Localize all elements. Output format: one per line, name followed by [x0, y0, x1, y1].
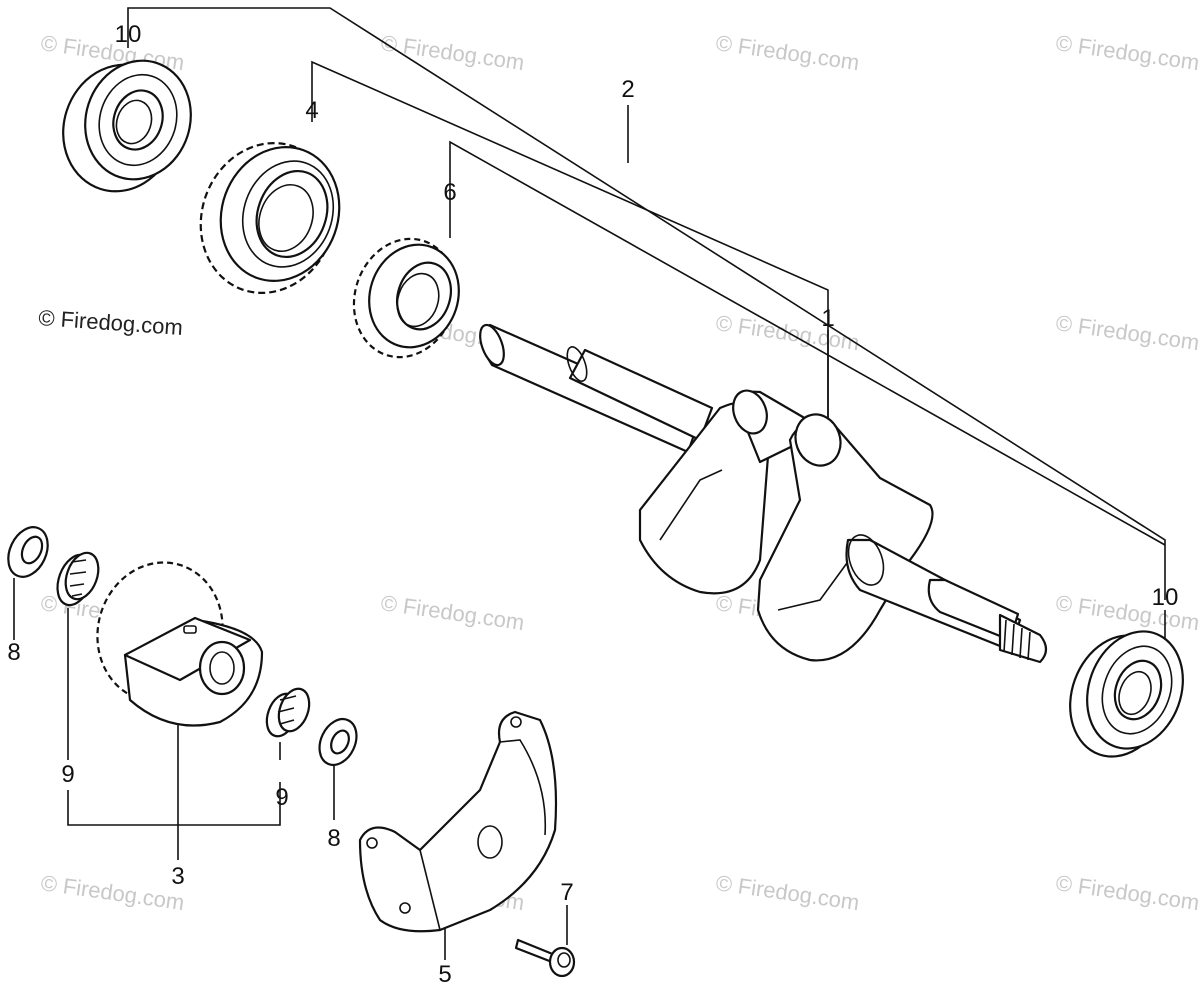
watermark: © Firedog.com [714, 870, 861, 915]
washer-left [7, 526, 49, 578]
label-part-7: 7 [560, 879, 573, 906]
part-number-labels: 10 2 4 6 1 10 8 9 9 8 3 7 5 [7, 21, 1178, 988]
label-part-3: 3 [171, 863, 184, 890]
label-part-8-left: 8 [7, 639, 20, 666]
label-part-9-right: 9 [275, 784, 288, 811]
watermark: © Firedog.com [1054, 30, 1200, 75]
watermark: © Firedog.com [1054, 870, 1200, 915]
flange-bolt [514, 938, 576, 978]
label-part-5: 5 [438, 961, 451, 988]
watermark: © Firedog.com [379, 590, 526, 635]
crankshaft [479, 323, 1048, 664]
label-part-1: 1 [821, 305, 834, 332]
watermark: © Firedog.com [1054, 310, 1200, 355]
label-part-4: 4 [305, 97, 318, 124]
balancer-cover [358, 710, 558, 933]
label-part-10-right: 10 [1152, 584, 1179, 611]
washer-right [318, 717, 358, 767]
timing-gear [199, 142, 341, 294]
watermark: © Firedog.com [39, 870, 186, 915]
label-part-8-right: 8 [327, 825, 340, 852]
watermark-layer: © Firedog.com © Firedog.com © Firedog.co… [39, 30, 1200, 915]
leader-lines [13, 7, 1166, 960]
label-part-6: 6 [443, 179, 456, 206]
copyright-label: © Firedog.com [38, 305, 184, 340]
label-part-9-left: 9 [61, 761, 74, 788]
label-part-10-top: 10 [115, 21, 142, 48]
ball-bearing-top [62, 59, 192, 193]
watermark: © Firedog.com [714, 30, 861, 75]
label-part-2: 2 [621, 76, 634, 103]
ball-bearing-right [1069, 630, 1184, 758]
crank-gear [352, 237, 460, 359]
needle-bearing-right [265, 687, 311, 738]
needle-bearing-left [56, 551, 100, 607]
balancer-weight [96, 561, 264, 727]
